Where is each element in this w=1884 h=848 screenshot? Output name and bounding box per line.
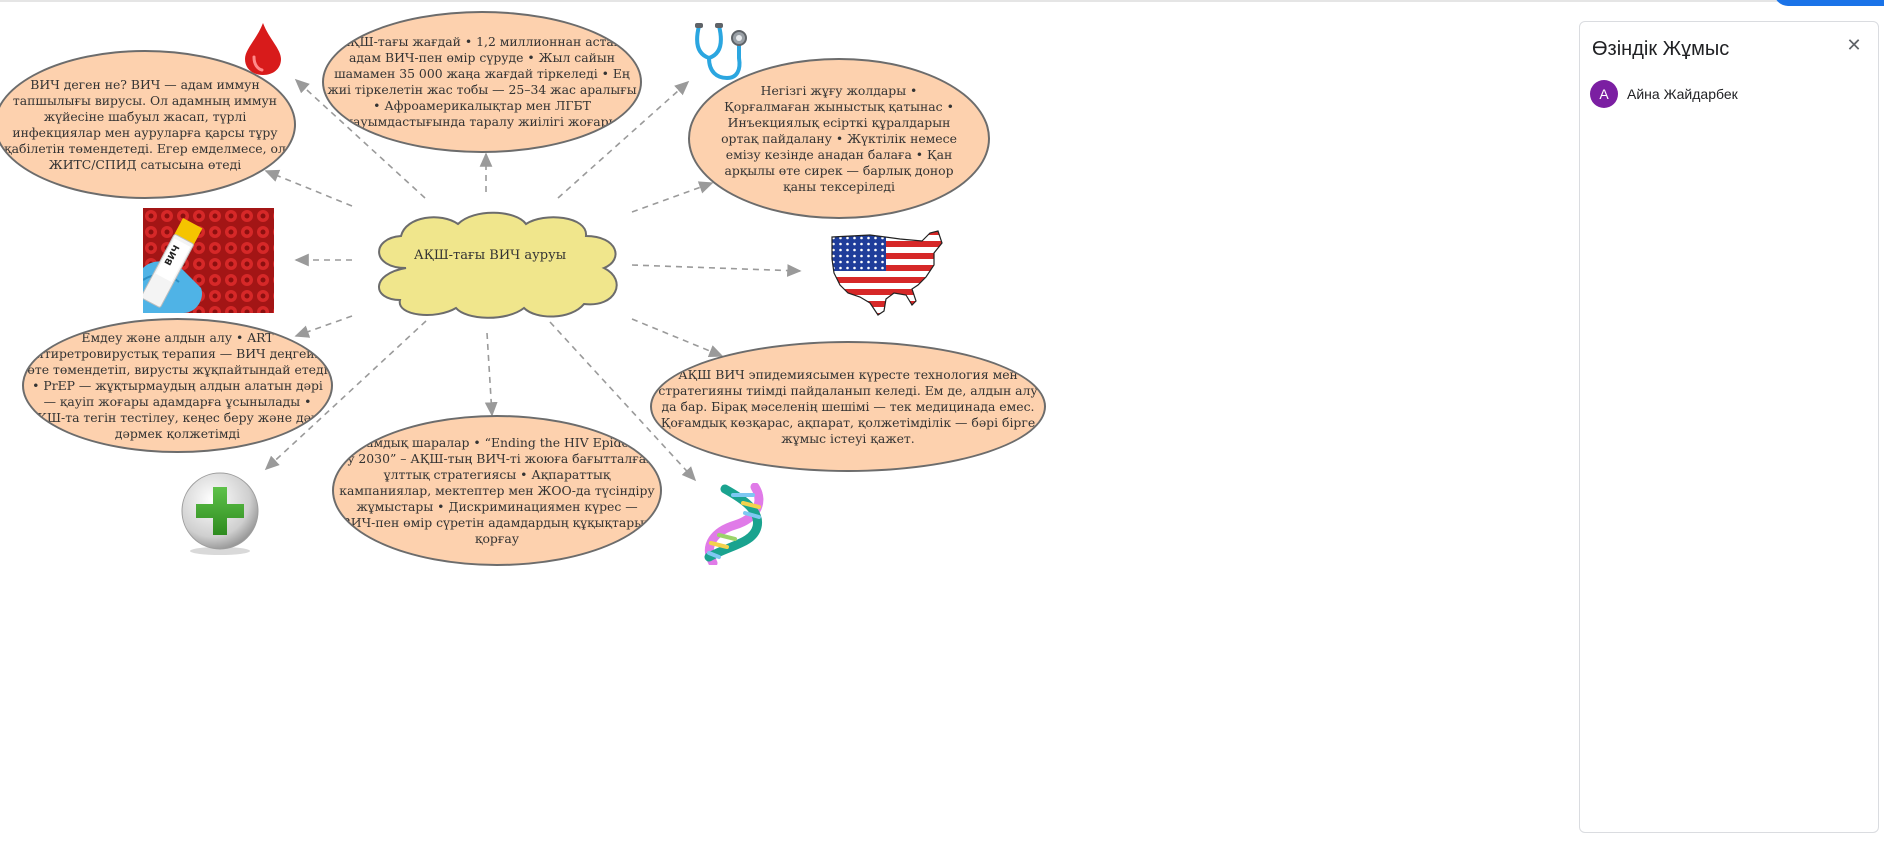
arrow-to-stethoscope [557,80,690,199]
top-divider [0,0,1884,2]
panel-title: Өзіндік Жұмыс [1592,38,1730,60]
node-transmission[interactable]: Негізгі жұғу жолдары • Қорғалмаған жыныс… [688,58,990,219]
arrow-to-conclusion [631,318,724,358]
node-situation-text: АҚШ-тағы жағдай • 1,2 миллионнан астам а… [327,34,637,129]
side-panel: Өзіндік Жұмыс ✕ А Айна Жайдарбек [1579,21,1879,833]
stethoscope-icon [695,23,747,81]
arrow-to-plus [264,320,427,471]
node-situation[interactable]: АҚШ-тағы жағдай • 1,2 миллионнан астам а… [322,11,642,153]
node-treatment-text: Емдеу және алдын алу • ART антиретровиру… [27,329,328,441]
central-cloud[interactable] [366,208,626,320]
mindmap-canvas: АҚШ-тағы ВИЧ ауруы ВИЧ деген не? ВИЧ — а… [0,11,1046,566]
medical-plus-icon [181,472,259,555]
node-public-measures[interactable]: Қоғамдық шаралар • “Ending the HIV Epide… [332,415,662,566]
node-what-is-hiv-text: ВИЧ деген не? ВИЧ — адам иммун тапшылығы… [4,76,286,172]
node-conclusion-text: АҚШ ВИЧ эпидемиясымен күресте технология… [658,366,1038,446]
node-transmission-text: Негізгі жұғу жолдары • Қорғалмаған жыныс… [721,82,957,194]
blood-drop-icon [245,23,281,75]
arrow-to-blood-drop [294,78,426,199]
arrow-to-what-is-hiv [264,169,353,207]
arrow-to-treatment [294,315,353,338]
arrow-to-transmission [631,181,714,213]
arrow-to-public-measures [484,332,498,417]
dna-helix-icon [704,483,764,565]
arrow-to-flag [631,264,802,277]
hiv-test-tube-image: ВИЧ [143,208,274,313]
node-conclusion[interactable]: АҚШ ВИЧ эпидемиясымен күресте технология… [650,341,1046,472]
member-name: Айна Жайдарбек [1627,86,1738,102]
center-topic[interactable]: АҚШ-тағы ВИЧ ауруы [413,248,567,263]
share-button[interactable] [1774,0,1884,6]
node-treatment[interactable]: Емдеу және алдын алу • ART антиретровиру… [22,318,333,453]
member-item[interactable]: А Айна Жайдарбек [1590,80,1738,108]
usa-flag-map-image [831,230,943,316]
close-icon[interactable]: ✕ [1846,35,1862,56]
node-public-measures-text: Қоғамдық шаралар • “Ending the HIV Epide… [339,434,655,546]
arrow-to-dna [549,321,697,482]
connector-arrows [264,78,802,482]
node-what-is-hiv[interactable]: ВИЧ деген не? ВИЧ — адам иммун тапшылығы… [0,50,296,199]
avatar: А [1590,80,1618,108]
